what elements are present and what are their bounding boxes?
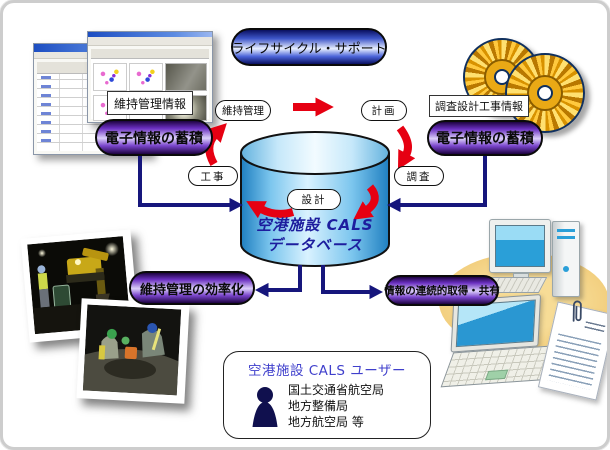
right-source-caption-label: 調査設計工事情報 (435, 100, 523, 113)
connector-database-to-outcome-left (255, 265, 302, 298)
right-accumulation-pill: 電子情報の蓄積 (427, 120, 543, 156)
users-item-0: 国土交通省航空局 (288, 383, 385, 397)
trackpad (484, 369, 509, 381)
right-accumulation-label: 電子情報の蓄積 (436, 131, 534, 147)
connector-database-to-outcome-right (321, 265, 383, 300)
outcome-left-pill: 維持管理の効率化 (129, 271, 255, 305)
stage-label-design: 設計 (301, 194, 327, 206)
red-arrow-survey-to-design (353, 184, 379, 220)
paperclip-icon (572, 300, 582, 322)
database-label-line2: データベース (267, 236, 363, 254)
outcome-left-label: 維持管理の効率化 (139, 282, 244, 298)
users-box: 空港施設 CALS ユーザー 国土交通省航空局 地方整備局 地方航空局 等 (223, 351, 431, 439)
left-accumulation-pill: 電子情報の蓄積 (95, 119, 213, 156)
stage-label-survey: 調査 (406, 170, 432, 183)
outcome-right-label: 情報の連続的取得・共有 (384, 285, 500, 297)
users-box-title: 空港施設 CALS ユーザー (247, 363, 407, 379)
database-label-line1: 空港施設 CALS (256, 216, 374, 234)
outcome-right-pill: 情報の連続的取得・共有 (384, 275, 500, 306)
stage-oval-construction: 工事 (188, 166, 238, 186)
stage-oval-maintenance: 維持管理 (215, 100, 271, 121)
lifecycle-support-label: ライフサイクル・サポート (231, 41, 387, 57)
stage-label-construction: 工事 (200, 170, 226, 183)
right-source-caption: 調査設計工事情報 (429, 95, 529, 117)
database-label: 空港施設 CALS データベース (241, 215, 389, 255)
window-titlebar (88, 32, 212, 37)
construction-photo-workers (76, 298, 190, 404)
users-item-1: 地方整備局 (288, 399, 349, 413)
stage-oval-survey: 調査 (394, 166, 444, 186)
desktop-monitor-icon (489, 219, 551, 273)
document-icon (537, 300, 607, 401)
window-toolbar (88, 37, 212, 46)
left-source-caption: 維持管理情報 (107, 91, 193, 115)
cd-disc-icon (505, 53, 585, 133)
stage-label-plan: 計画 (371, 105, 397, 117)
laptop-icon (440, 294, 558, 388)
desktop-tower-icon (552, 221, 580, 297)
stage-label-maintenance: 維持管理 (222, 105, 264, 117)
red-arrow-plan-to-survey (396, 125, 416, 170)
user-silhouette-icon (252, 387, 278, 427)
red-arrow-design-to-construction (246, 201, 295, 219)
left-source-caption-label: 維持管理情報 (113, 96, 186, 111)
stage-oval-plan: 計画 (361, 100, 407, 121)
lifecycle-support-pill: ライフサイクル・サポート (231, 28, 387, 66)
users-item-2: 地方航空局 等 (288, 415, 364, 429)
stage-oval-design: 設計 (287, 189, 341, 210)
left-accumulation-label: 電子情報の蓄積 (105, 130, 203, 147)
